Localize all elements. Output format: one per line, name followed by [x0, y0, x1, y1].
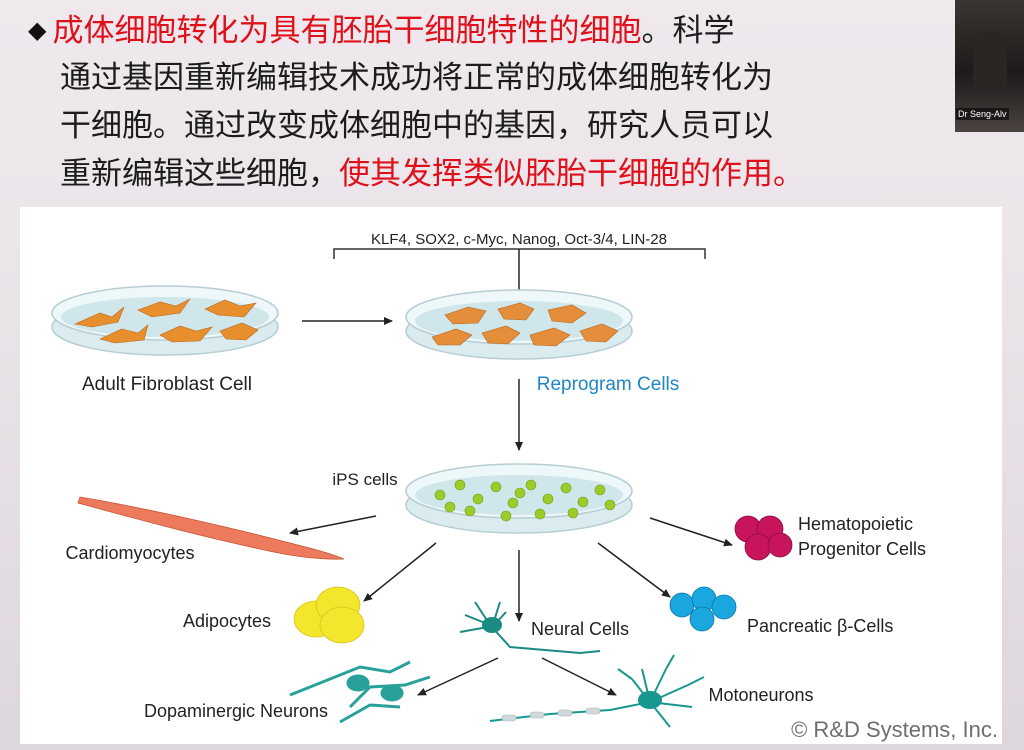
neural-to-dopaminergic-arrow — [417, 657, 499, 696]
ips-cells-label: iPS cells — [332, 470, 397, 489]
slide-line-1-rest: 。科学 — [641, 13, 735, 49]
slide-line-4: 重新编辑这些细胞，使其发挥类似胚胎干细胞的作用。 — [28, 150, 958, 198]
slide-line-3: 干细胞。通过改变成体细胞中的基因，研究人员可以 — [28, 102, 958, 150]
slide-line-4-highlight: 使其发挥类似胚胎干细胞的作用。 — [339, 156, 804, 192]
slide-line-2-text: 通过基因重新编辑技术成功将正常的成体细胞转化为 — [60, 60, 773, 96]
factors-label: KLF4, SOX2, c-Myc, Nanog, Oct-3/4, LIN-2… — [371, 231, 667, 248]
diamond-bullet-icon: ◆ — [28, 16, 47, 44]
ips-diagram: KLF4, SOX2, c-Myc, Nanog, Oct-3/4, LIN-2… — [51, 231, 998, 742]
ips-to-hematopoietic-arrow — [649, 517, 733, 547]
hematopoietic-label-line2: Progenitor Cells — [798, 539, 926, 559]
pancreatic-cell-icon — [669, 586, 737, 632]
hematopoietic-cell-icon — [734, 515, 793, 561]
copyright-label: © R&D Systems, Inc. — [791, 717, 998, 742]
ips-to-cardiomyocytes-arrow — [289, 515, 377, 536]
slide-text: ◆成体细胞转化为具有胚胎干细胞特性的细胞。科学 通过基因重新编辑技术成功将正常的… — [28, 6, 958, 198]
motoneurons-label: Motoneurons — [708, 685, 813, 705]
ips-to-adipocytes-arrow — [363, 542, 437, 602]
motoneuron-icon — [489, 654, 705, 728]
fibroblast-dish — [51, 285, 279, 356]
ips-diagram-figure: KLF4, SOX2, c-Myc, Nanog, Oct-3/4, LIN-2… — [20, 207, 1002, 744]
ips-to-pancreatic-arrow — [597, 542, 671, 598]
dopaminergic-label: Dopaminergic Neurons — [144, 701, 328, 721]
adipocytes-label: Adipocytes — [183, 611, 271, 631]
slide-line-3-text: 干细胞。通过改变成体细胞中的基因，研究人员可以 — [60, 108, 773, 144]
slide-line-2: 通过基因重新编辑技术成功将正常的成体细胞转化为 — [28, 54, 958, 102]
cardiomyocyte-cell-icon — [77, 496, 345, 560]
neural-cells-label: Neural Cells — [531, 619, 629, 639]
slide-line-1: ◆成体细胞转化为具有胚胎干细胞特性的细胞。科学 — [28, 6, 958, 54]
myelin-segments — [501, 707, 601, 722]
adult-fibroblast-label: Adult Fibroblast Cell — [82, 374, 252, 395]
pancreatic-label: Pancreatic β-Cells — [747, 616, 893, 636]
reprogram-dish — [405, 289, 633, 360]
ips-dish — [405, 463, 633, 534]
speaker-video-thumbnail[interactable]: Dr Seng-Alv — [955, 0, 1024, 132]
speaker-silhouette — [973, 30, 1007, 90]
cardiomyocytes-label: Cardiomyocytes — [65, 543, 194, 563]
slide-line-4-text: 重新编辑这些细胞， — [60, 156, 339, 192]
adipocytes-cell-icon — [293, 586, 365, 644]
neural-to-motoneurons-arrow — [541, 657, 617, 696]
dopaminergic-neuron-icon — [289, 660, 431, 724]
neural-cell-icon — [459, 601, 601, 655]
slide-line-1-highlight: 成体细胞转化为具有胚胎干细胞特性的细胞 — [52, 13, 642, 49]
speaker-name-caption: Dr Seng-Alv — [956, 108, 1009, 120]
hematopoietic-label-line1: Hematopoietic — [798, 514, 913, 534]
reprogram-cells-label: Reprogram Cells — [537, 374, 680, 395]
